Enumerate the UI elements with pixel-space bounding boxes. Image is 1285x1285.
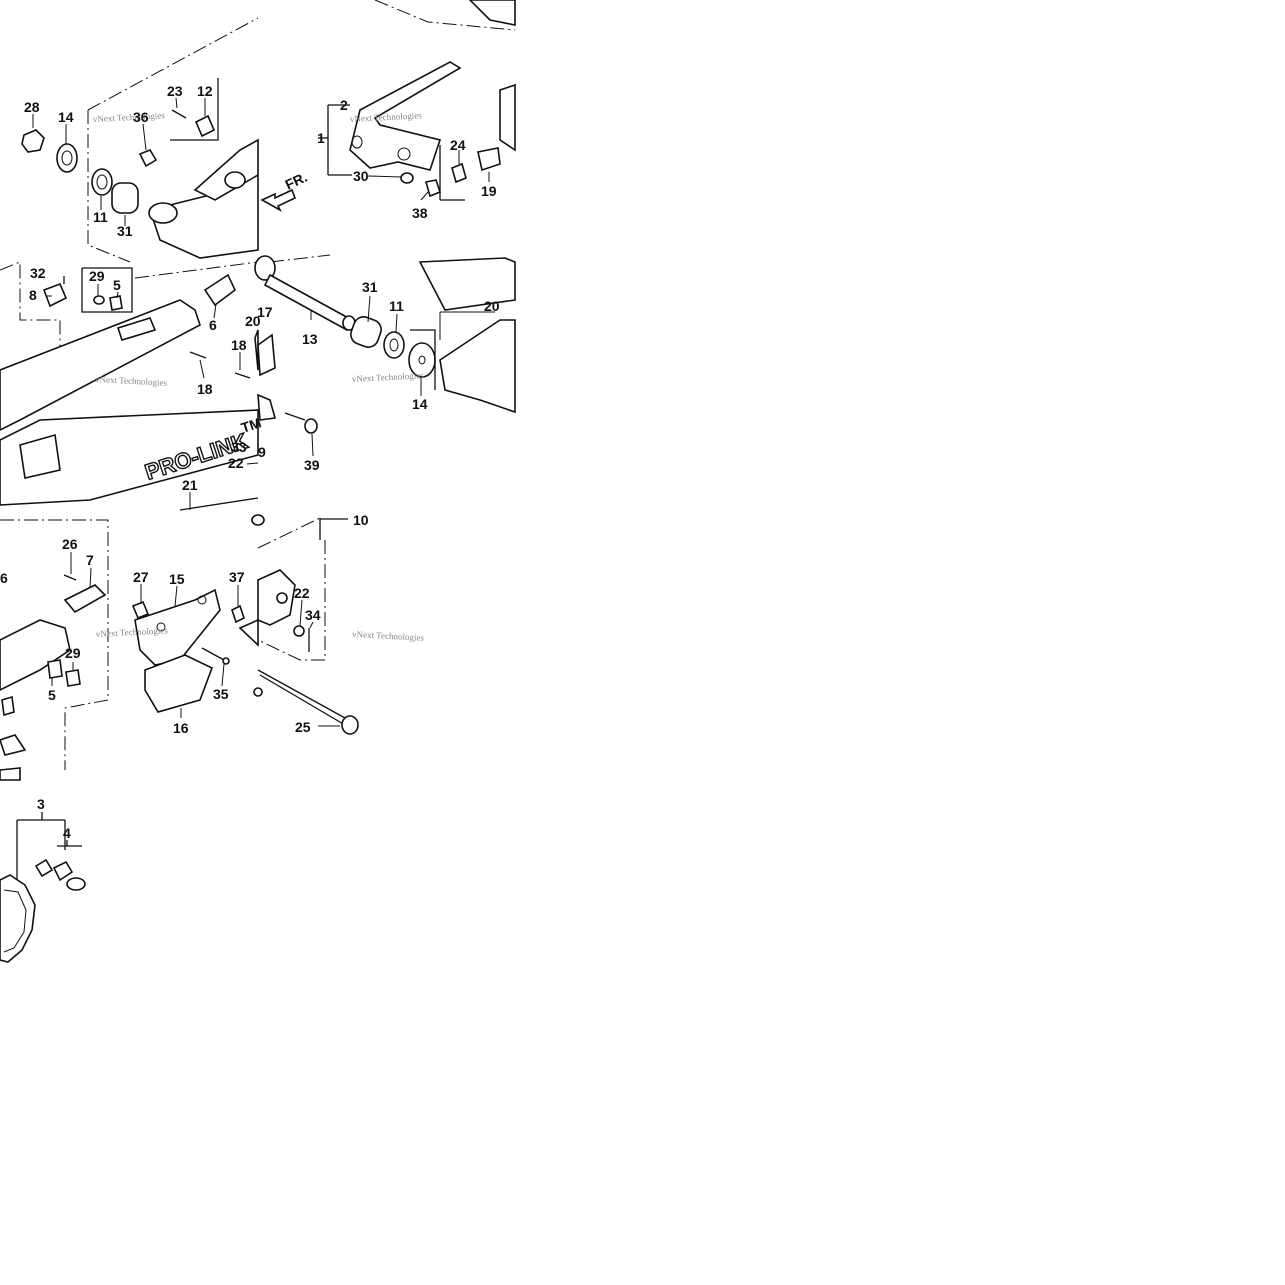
part-label: 30 [353, 168, 369, 184]
part-label: 14 [58, 109, 74, 125]
part-label: 18 [231, 337, 247, 353]
part-label: 27 [133, 569, 149, 585]
panel-chain [0, 812, 86, 963]
part-label: 29 [89, 268, 105, 284]
watermark-3: vNext Technologies [95, 374, 168, 388]
panel-top-left: FR. [21, 17, 310, 263]
watermark-6: vNext Technologies [352, 629, 425, 643]
part-label: 23 [167, 83, 183, 99]
part-label: 33 [231, 439, 247, 455]
part-label: 6 [209, 317, 217, 333]
part-label: 5 [113, 277, 121, 293]
front-direction-label: FR. [283, 169, 310, 193]
part-label: 12 [197, 83, 213, 99]
part-labels: 1 2 3 4 5 5 6 6 7 8 9 10 11 11 12 13 14 … [0, 83, 500, 841]
part-label: 7 [86, 552, 94, 568]
part-label: 19 [481, 183, 497, 199]
part-label: 11 [389, 298, 404, 314]
part-label: 9 [258, 444, 266, 460]
part-label: 10 [353, 512, 369, 528]
watermark-4: vNext Technologies [352, 370, 425, 384]
watermark-2: vNext Technologies [350, 110, 423, 124]
panel-bottom-right [251, 514, 359, 735]
part-label: 22 [228, 455, 244, 471]
part-label: 24 [450, 137, 466, 153]
part-label: 20 [245, 313, 261, 329]
part-label: 11 [93, 209, 108, 225]
panel-top-right [318, 0, 516, 201]
part-label: 13 [302, 331, 318, 347]
part-label: 21 [182, 477, 198, 493]
part-label: 34 [305, 607, 321, 623]
part-label: 16 [173, 720, 189, 736]
part-label: 17 [257, 304, 273, 320]
part-label: 31 [117, 223, 133, 239]
part-label: 3 [37, 796, 45, 812]
watermarks: vNext Technologies vNext Technologies vN… [93, 110, 425, 643]
brand-mark: TM [239, 414, 263, 435]
part-label: 14 [412, 396, 428, 412]
part-label: 25 [295, 719, 311, 735]
panel-bottom-left [0, 519, 259, 781]
part-label: 5 [48, 687, 56, 703]
part-label: 15 [169, 571, 185, 587]
part-label: 36 [133, 109, 149, 125]
panel-middle-right [246, 254, 516, 465]
watermark-5: vNext Technologies [96, 625, 169, 639]
part-label: 28 [24, 99, 40, 115]
watermark-1: vNext Technologies [93, 110, 166, 124]
part-label: 32 [30, 265, 46, 281]
part-label: 8 [29, 287, 37, 303]
part-label: 31 [362, 279, 378, 295]
part-label: 37 [229, 569, 245, 585]
part-label: 18 [197, 381, 213, 397]
part-label: 20 [484, 298, 500, 314]
part-label: 26 [62, 536, 78, 552]
front-arrow-icon [260, 188, 297, 212]
part-label: 29 [65, 645, 81, 661]
part-label: 38 [412, 205, 428, 221]
part-label: 1 [317, 130, 325, 146]
part-label: 4 [63, 825, 71, 841]
part-label: 2 [340, 97, 348, 113]
panel-middle-left: PRO-LINK TM [0, 261, 263, 511]
part-label: 39 [304, 457, 320, 473]
part-label: 22 [294, 585, 310, 601]
part-label: 6 [0, 570, 8, 586]
part-label: 35 [213, 686, 229, 702]
